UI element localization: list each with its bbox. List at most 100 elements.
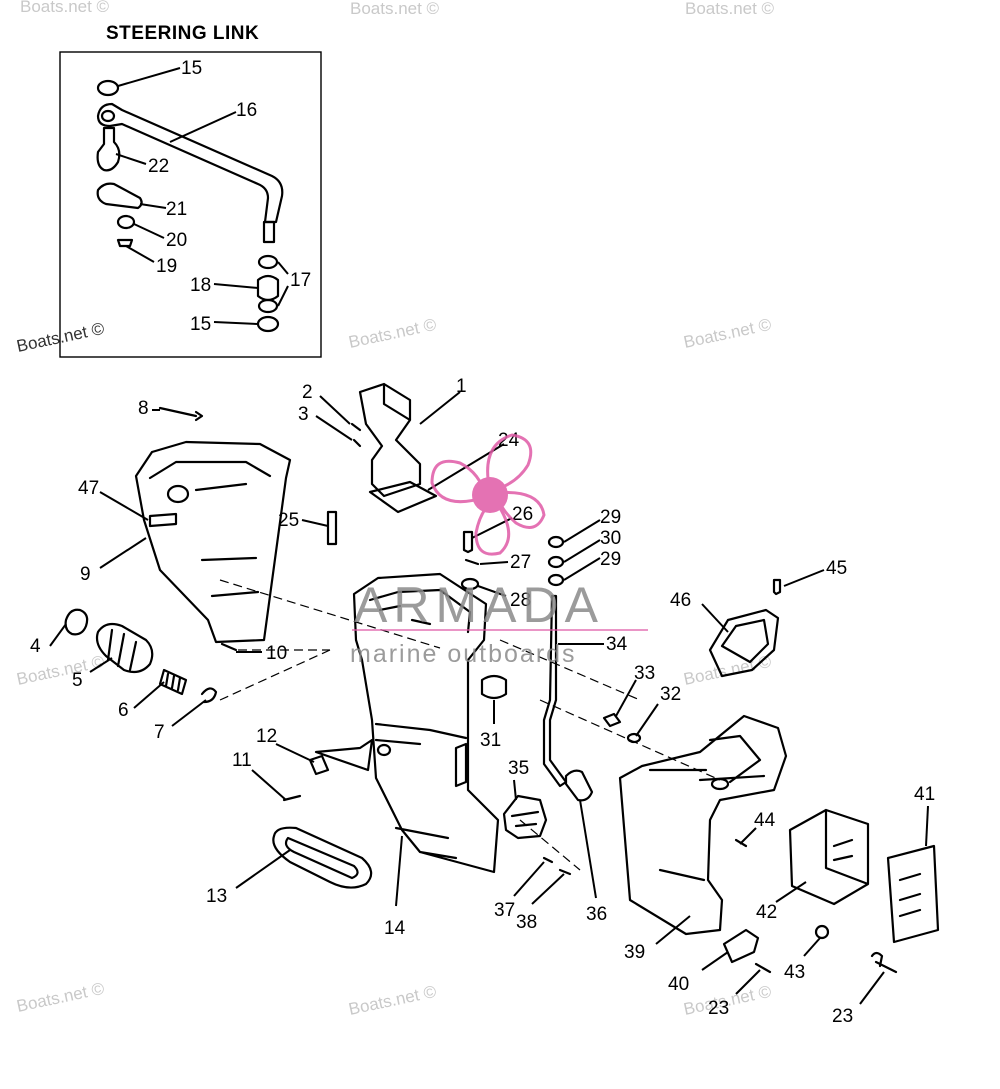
callout-21: 21 bbox=[166, 199, 187, 220]
washer bbox=[257, 254, 279, 270]
callout-29: 29 bbox=[600, 549, 621, 570]
callout-6: 6 bbox=[118, 700, 129, 721]
screw bbox=[282, 794, 302, 802]
water-pump bbox=[502, 794, 548, 840]
pin bbox=[870, 951, 898, 974]
rubber-mount bbox=[480, 674, 508, 700]
callout-28: 28 bbox=[510, 590, 531, 611]
shift-boot bbox=[95, 622, 154, 674]
callout-4: 4 bbox=[30, 636, 41, 657]
nut bbox=[96, 79, 120, 97]
spring bbox=[158, 668, 188, 696]
callout-27: 27 bbox=[510, 552, 531, 573]
callout-31: 31 bbox=[480, 730, 501, 751]
bolt bbox=[462, 530, 474, 554]
callout-33: 33 bbox=[634, 663, 655, 684]
callout-36: 36 bbox=[586, 904, 607, 925]
callout-40: 40 bbox=[668, 974, 689, 995]
callout-8: 8 bbox=[138, 398, 149, 419]
cover-plate bbox=[708, 608, 780, 678]
callout-17: 17 bbox=[290, 270, 311, 291]
seal-gasket bbox=[272, 826, 373, 889]
callout-23: 23 bbox=[708, 998, 729, 1019]
pin bbox=[754, 962, 772, 974]
callout-45: 45 bbox=[826, 558, 847, 579]
rod bbox=[220, 642, 238, 652]
upper-housing bbox=[134, 440, 292, 644]
grommet bbox=[256, 274, 280, 302]
callout-19: 19 bbox=[156, 256, 177, 277]
clip bbox=[200, 687, 218, 704]
hole bbox=[376, 743, 392, 757]
callout-13: 13 bbox=[206, 886, 227, 907]
nut bbox=[64, 608, 89, 636]
callout-1: 1 bbox=[456, 376, 467, 397]
main-exploded-view: 1 2 3 8 24 47 25 26 27 28 29 30 29 45 46… bbox=[30, 376, 940, 1027]
bolts bbox=[350, 422, 362, 448]
plate bbox=[148, 512, 178, 528]
callout-15: 15 bbox=[190, 314, 211, 335]
nut bbox=[256, 315, 280, 333]
steering-link-arm bbox=[96, 102, 284, 224]
mounting-bracket bbox=[788, 808, 870, 906]
washer bbox=[257, 298, 279, 314]
driveshaft-housing bbox=[314, 572, 500, 874]
callout-11: 11 bbox=[232, 750, 252, 771]
gasket bbox=[368, 480, 438, 514]
washer bbox=[542, 856, 554, 864]
watermark: Boats.net © bbox=[685, 0, 775, 18]
callout-42: 42 bbox=[756, 902, 777, 923]
watermark: Boats.net © bbox=[350, 0, 440, 18]
exhaust-tube bbox=[358, 382, 422, 498]
anode-plate bbox=[886, 844, 940, 944]
nut bbox=[547, 535, 565, 549]
washer bbox=[547, 555, 565, 569]
callout-41: 41 bbox=[914, 784, 935, 805]
callout-3: 3 bbox=[298, 404, 309, 425]
callout-32: 32 bbox=[660, 684, 681, 705]
callout-35: 35 bbox=[508, 758, 529, 779]
callout-37: 37 bbox=[494, 900, 515, 921]
inset-frame bbox=[59, 51, 322, 358]
bolt bbox=[602, 712, 622, 728]
screw bbox=[558, 868, 572, 876]
grommet bbox=[564, 769, 594, 802]
callout-39: 39 bbox=[624, 942, 645, 963]
screw bbox=[116, 238, 134, 248]
pin bbox=[326, 510, 338, 546]
callout-22: 22 bbox=[148, 156, 169, 177]
callout-29: 29 bbox=[600, 507, 621, 528]
grommet-hole bbox=[166, 484, 190, 504]
propeller-icon bbox=[430, 433, 546, 556]
callout-20: 20 bbox=[166, 230, 187, 251]
bracket bbox=[96, 182, 143, 210]
watermark: Boats.net © bbox=[15, 979, 107, 1016]
callout-23: 23 bbox=[832, 1006, 853, 1027]
callout-43: 43 bbox=[784, 962, 805, 983]
callout-30: 30 bbox=[600, 528, 621, 549]
callout-12: 12 bbox=[256, 726, 277, 747]
hole bbox=[710, 777, 730, 791]
inset-title: STEERING LINK bbox=[106, 23, 259, 44]
callout-15: 15 bbox=[181, 58, 202, 79]
callout-47: 47 bbox=[78, 478, 99, 499]
lower-housing bbox=[618, 714, 788, 936]
plug bbox=[308, 754, 330, 776]
washer bbox=[626, 732, 642, 744]
callout-10: 10 bbox=[266, 643, 287, 664]
callout-7: 7 bbox=[154, 722, 165, 743]
ball-stud bbox=[96, 126, 121, 172]
callout-9: 9 bbox=[80, 564, 91, 585]
logo-tagline: marine outboards bbox=[350, 640, 577, 668]
callout-18: 18 bbox=[190, 275, 211, 296]
steering-link-inset: STEERING LINK 15 16 22 21 20 19 bbox=[59, 23, 322, 358]
screw-head bbox=[814, 924, 830, 940]
screw bbox=[772, 578, 782, 596]
washer bbox=[460, 577, 480, 591]
watermark: Boats.net © bbox=[20, 0, 110, 16]
callout-46: 46 bbox=[670, 590, 691, 611]
watermark: Boats.net © bbox=[682, 315, 774, 352]
logo-name: ARMADA bbox=[354, 577, 604, 633]
hole bbox=[100, 109, 116, 123]
